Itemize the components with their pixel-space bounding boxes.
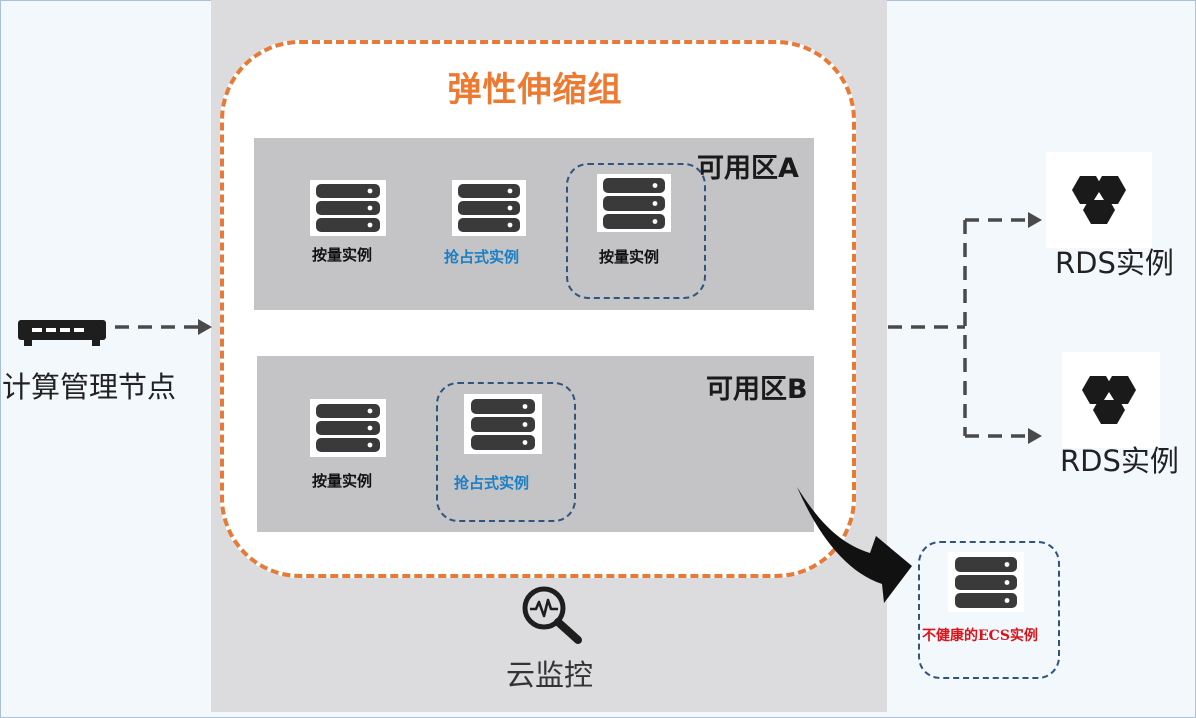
zone-a-label: 可用区A <box>697 153 799 184</box>
rds-instance-card <box>1046 152 1152 248</box>
zone-b-label: 可用区B <box>706 374 808 405</box>
instance-b1-label: 按量实例 <box>312 472 373 490</box>
server-icon <box>597 174 671 232</box>
rds-instance-label: RDS实例 <box>1060 444 1179 478</box>
cloud-monitor-icon <box>518 580 590 648</box>
instance-a3-label: 按量实例 <box>599 248 660 266</box>
autoscaling-group-title: 弹性伸缩组 <box>447 70 623 110</box>
server-icon <box>464 394 542 454</box>
highlighted-instance-box <box>566 163 706 299</box>
server-icon <box>948 552 1024 612</box>
unhealthy-instance-box <box>918 541 1060 679</box>
instance-a2-label: 抢占式实例 <box>444 248 520 266</box>
cloud-monitor-label: 云监控 <box>506 658 594 692</box>
compute-node-label: 计算管理节点 <box>2 370 177 404</box>
rds-instance-card <box>1062 352 1160 448</box>
unhealthy-instance-label: 不健康的ECS实例 <box>922 628 1038 644</box>
instance-b2-label: 抢占式实例 <box>454 474 530 492</box>
compute-node-icon <box>16 316 108 350</box>
server-icon <box>310 399 386 457</box>
rds-instance-label: RDS实例 <box>1055 246 1174 280</box>
server-icon <box>452 180 526 236</box>
highlighted-instance-box <box>436 382 576 522</box>
instance-a1-label: 按量实例 <box>312 246 373 264</box>
server-icon <box>310 180 386 236</box>
